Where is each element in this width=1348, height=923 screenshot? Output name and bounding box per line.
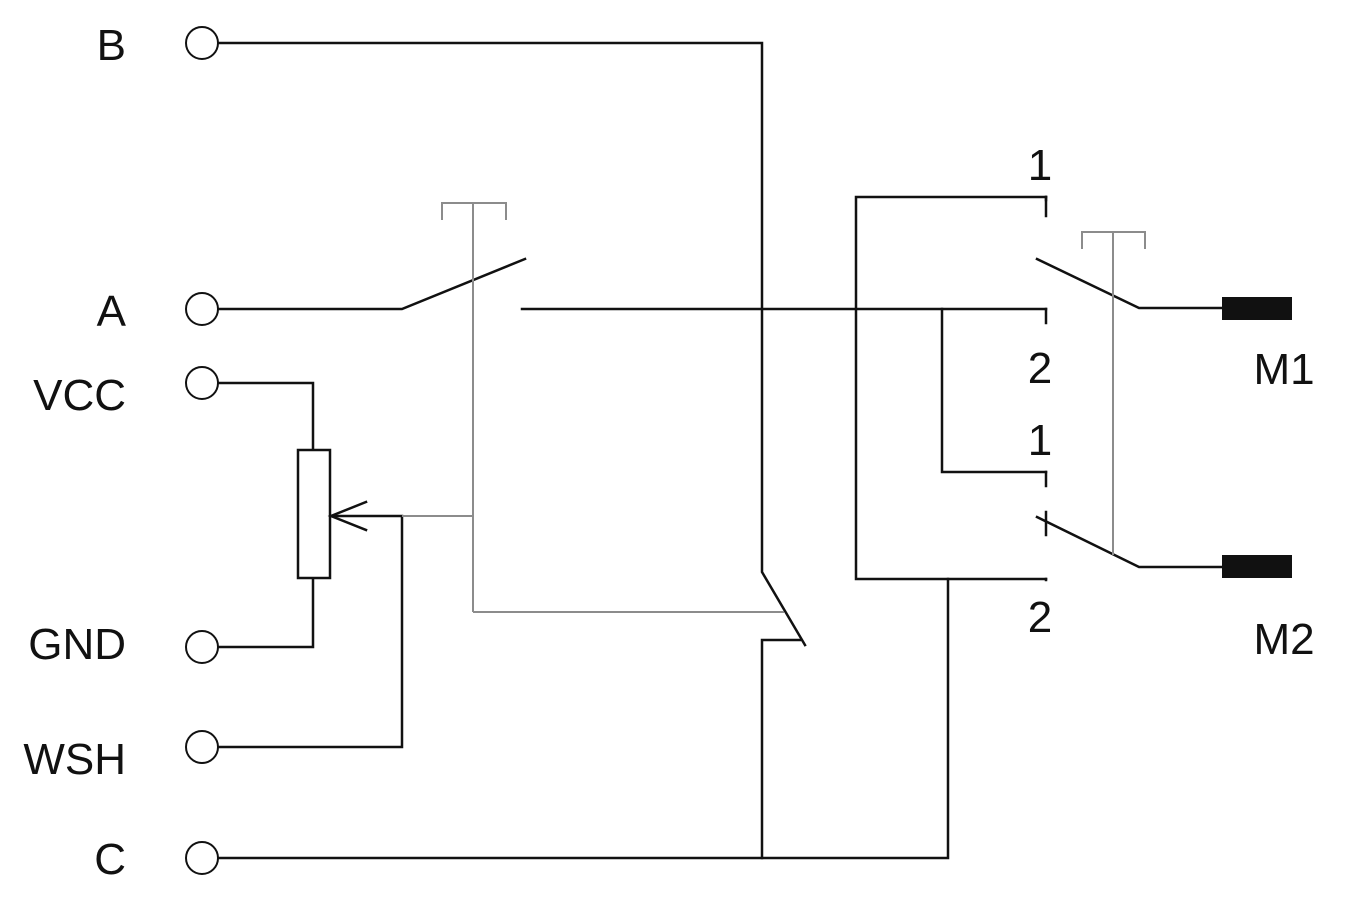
label-m1: M1 [1253, 345, 1314, 394]
wires [217, 41, 1224, 860]
upper-switch-blade [1035, 257, 1224, 310]
labels: B A VCC GND WSH C 1 2 1 2 M1 M2 [23, 21, 1314, 884]
terminals [185, 26, 219, 875]
potentiometer [296, 448, 368, 580]
motor-m2 [1222, 555, 1292, 578]
motor-m1 [1222, 297, 1292, 320]
terminal-wsh[interactable] [185, 730, 219, 764]
wiper-arrow-icon [327, 500, 368, 532]
wire-b [217, 41, 807, 647]
label-m2: M2 [1253, 615, 1314, 664]
wire-c [217, 577, 950, 860]
wire-switch-cross [940, 307, 1048, 474]
lower-switch-blade [1035, 515, 1224, 569]
label-vcc: VCC [33, 371, 126, 420]
potentiometer-body [296, 448, 332, 580]
mechanical-links [402, 202, 1146, 613]
terminal-gnd[interactable] [185, 630, 219, 664]
wire-gnd [217, 576, 315, 649]
label-b: B [97, 21, 126, 70]
terminal-vcc[interactable] [185, 366, 219, 400]
wire-c-switch [760, 638, 802, 860]
label-wsh: WSH [23, 735, 126, 784]
upper-switch-pin-1-label: 1 [1028, 141, 1052, 190]
upper-switch-pin-2-label: 2 [1028, 344, 1052, 393]
terminal-a[interactable] [185, 292, 219, 326]
terminal-b[interactable] [185, 26, 219, 60]
label-c: C [94, 835, 126, 884]
lower-switch-pin-2-label: 2 [1028, 593, 1052, 642]
lower-switch-pin-1-label: 1 [1028, 416, 1052, 465]
wire-vcc [217, 381, 315, 452]
label-gnd: GND [28, 620, 126, 669]
label-a: A [97, 287, 127, 336]
terminal-c[interactable] [185, 841, 219, 875]
wire-wsh [217, 514, 404, 749]
wire-switch-loop [854, 195, 1048, 581]
wire-a [217, 257, 527, 311]
